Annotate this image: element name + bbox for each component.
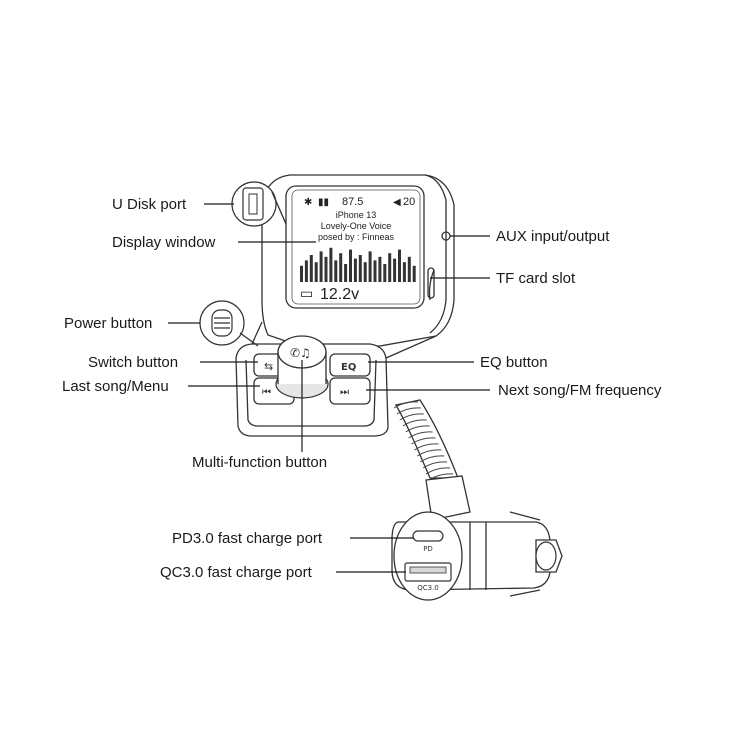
label-tf-card-slot: TF card slot	[496, 270, 576, 287]
equalizer-bar	[334, 260, 338, 282]
equalizer-bar	[412, 265, 416, 282]
phone-music-icon: ✆♫	[290, 346, 311, 360]
equalizer-bar	[383, 264, 387, 282]
eq-key-label: EQ	[341, 362, 356, 373]
equalizer-bar	[378, 256, 382, 282]
battery-icon: ▭	[300, 286, 313, 302]
next-icon: ⏭	[340, 387, 349, 398]
display-window: ✱ ▮▮ 87.5 ◀ 20 iPhone 13 Lovely-One Voic…	[285, 185, 425, 309]
label-multi-function-button: Multi-function button	[192, 454, 327, 471]
next-song-key[interactable]	[329, 377, 371, 405]
gooseneck-ring	[405, 425, 430, 433]
gooseneck-ring	[411, 437, 436, 445]
gooseneck-ring	[422, 461, 448, 469]
label-eq-button: EQ button	[480, 354, 548, 371]
gooseneck-ring	[396, 407, 421, 415]
control-panel: ⇆ ⏮ EQ ⏭ ✆♫	[253, 335, 371, 405]
label-display-window: Display window	[112, 234, 216, 251]
equalizer-bar	[344, 264, 348, 282]
equalizer-bar	[319, 251, 323, 282]
callout-labels: U Disk port Display window Power button …	[62, 196, 662, 581]
gooseneck-arm	[393, 399, 459, 481]
car-charger-plug: PD QC3.0	[391, 475, 563, 601]
label-next-song-fm: Next song/FM frequency	[498, 382, 662, 399]
equalizer-bar	[304, 260, 308, 282]
equalizer-bar	[309, 255, 313, 282]
equalizer-bar	[300, 265, 303, 282]
label-pd-port: PD3.0 fast charge port	[172, 530, 323, 547]
equalizer-bar	[358, 255, 362, 282]
gooseneck-ring	[408, 431, 433, 439]
equalizer-bar	[329, 247, 333, 282]
equalizer-bar	[373, 260, 377, 282]
equalizer-bar	[353, 258, 357, 282]
signal-bars-icon: ▮▮	[318, 197, 329, 208]
gooseneck-ring	[393, 401, 419, 409]
gooseneck-ring	[402, 419, 427, 427]
label-power-button: Power button	[64, 315, 152, 332]
equalizer-bar	[402, 262, 406, 282]
previous-icon: ⏮	[262, 387, 271, 398]
gooseneck-ring	[417, 449, 442, 457]
power-button-detail	[199, 300, 259, 347]
equalizer-bar	[349, 249, 352, 282]
label-qc-port: QC3.0 fast charge port	[160, 564, 313, 581]
switch-icon: ⇆	[264, 360, 273, 373]
screen-frequency: 87.5	[342, 196, 363, 208]
equalizer-bar	[393, 258, 397, 282]
gooseneck-ring	[425, 467, 451, 475]
screen-track-composer: posed by : Finneas	[318, 232, 395, 242]
bluetooth-icon: ✱	[304, 197, 312, 208]
equalizer-bar	[363, 262, 367, 282]
gooseneck-ring	[399, 413, 424, 421]
leader-lines	[168, 203, 490, 573]
screen-voltage: 12.2v	[320, 286, 359, 303]
equalizer-bar	[407, 256, 411, 282]
qc-mark: QC3.0	[417, 584, 439, 592]
screen-track-title: Lovely-One Voice	[321, 221, 392, 231]
gooseneck-ring	[419, 455, 445, 463]
label-last-song-menu: Last song/Menu	[62, 378, 169, 395]
pd-mark: PD	[423, 545, 433, 553]
equalizer-bar	[314, 262, 318, 282]
equalizer-bar	[339, 253, 343, 282]
equalizer-visualizer	[300, 247, 416, 282]
label-switch-button: Switch button	[88, 354, 178, 371]
label-u-disk-port: U Disk port	[112, 196, 187, 213]
usb-c-port[interactable]	[412, 530, 444, 542]
screen-volume: 20	[403, 196, 415, 208]
label-aux-input-output: AUX input/output	[496, 228, 610, 245]
gooseneck-ring	[414, 443, 439, 451]
speaker-icon: ◀	[393, 197, 401, 208]
eq-key[interactable]	[329, 353, 371, 377]
equalizer-bar	[398, 249, 401, 282]
equalizer-bar	[388, 253, 392, 282]
screen-track-device: iPhone 13	[336, 210, 377, 220]
equalizer-bar	[368, 251, 372, 282]
equalizer-bar	[324, 256, 328, 282]
u-disk-detail	[231, 181, 287, 227]
